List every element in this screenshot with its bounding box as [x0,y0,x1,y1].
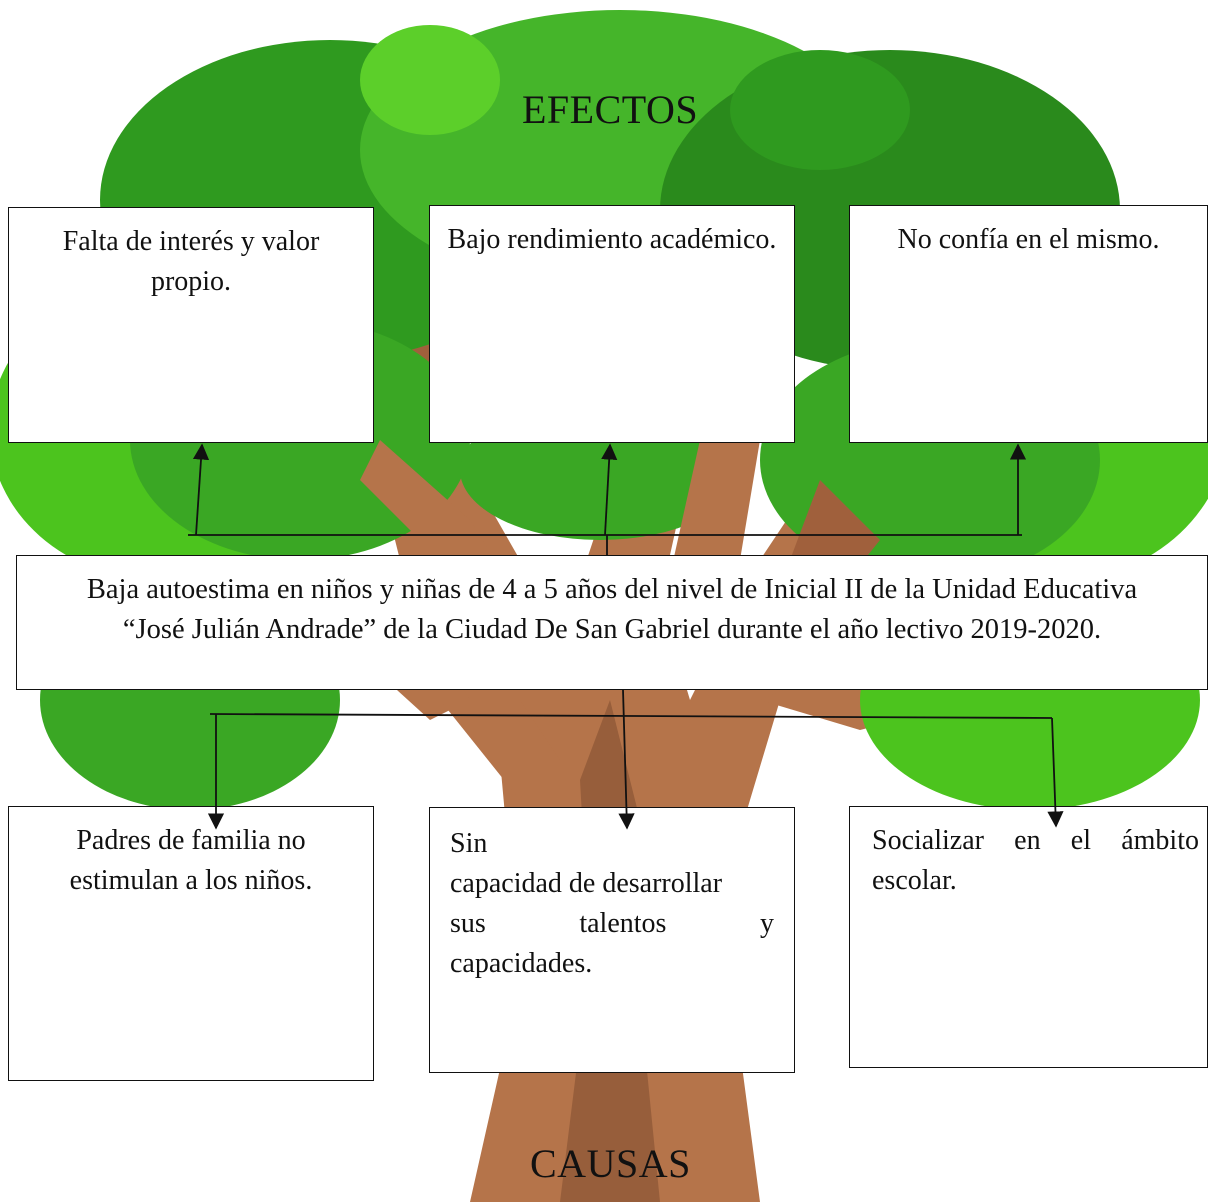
problem-line-1: Baja autoestima en niños y niñas de 4 a … [86,574,1138,605]
causes-heading: CAUSAS [530,1141,691,1186]
cause-2-line-4: capacidades. [450,948,593,979]
cause-2-line-1: Sin [450,828,488,859]
cause-box-1: Padres de familia no estimulan a los niñ… [8,806,374,1081]
effect-box-3: No confía en el mismo. [849,205,1208,443]
cause-text-1: Padres de familia no estimulan a los niñ… [69,825,313,896]
cause-2-word-3: y [759,908,774,939]
problem-line-2: “José Julián Andrade” de la Ciudad De Sa… [122,614,1102,645]
cause-2-word-2: talentos [579,908,667,939]
cause-box-3: Socializar en el ámbito escolar. [849,806,1208,1068]
effect-text-1: Falta de interés y valor propio. [62,226,320,297]
cause-2-line-3: sus talentos y [450,904,774,944]
effect-text-2: Bajo rendimiento académico. [447,224,777,255]
effect-box-1: Falta de interés y valor propio. [8,207,374,443]
central-problem-box: Baja autoestima en niños y niñas de 4 a … [16,555,1208,690]
effect-box-2: Bajo rendimiento académico. [429,205,795,443]
effect-text-3: No confía en el mismo. [897,224,1160,255]
cause-text-3: Socializar en el ámbito escolar. [872,825,1199,896]
cause-box-2: Sin capacidad de desarrollar sus talento… [429,807,795,1073]
cause-2-line-2: capacidad de desarrollar [450,868,723,899]
cause-2-word-1: sus [450,908,486,939]
effects-heading: EFECTOS [522,87,699,132]
